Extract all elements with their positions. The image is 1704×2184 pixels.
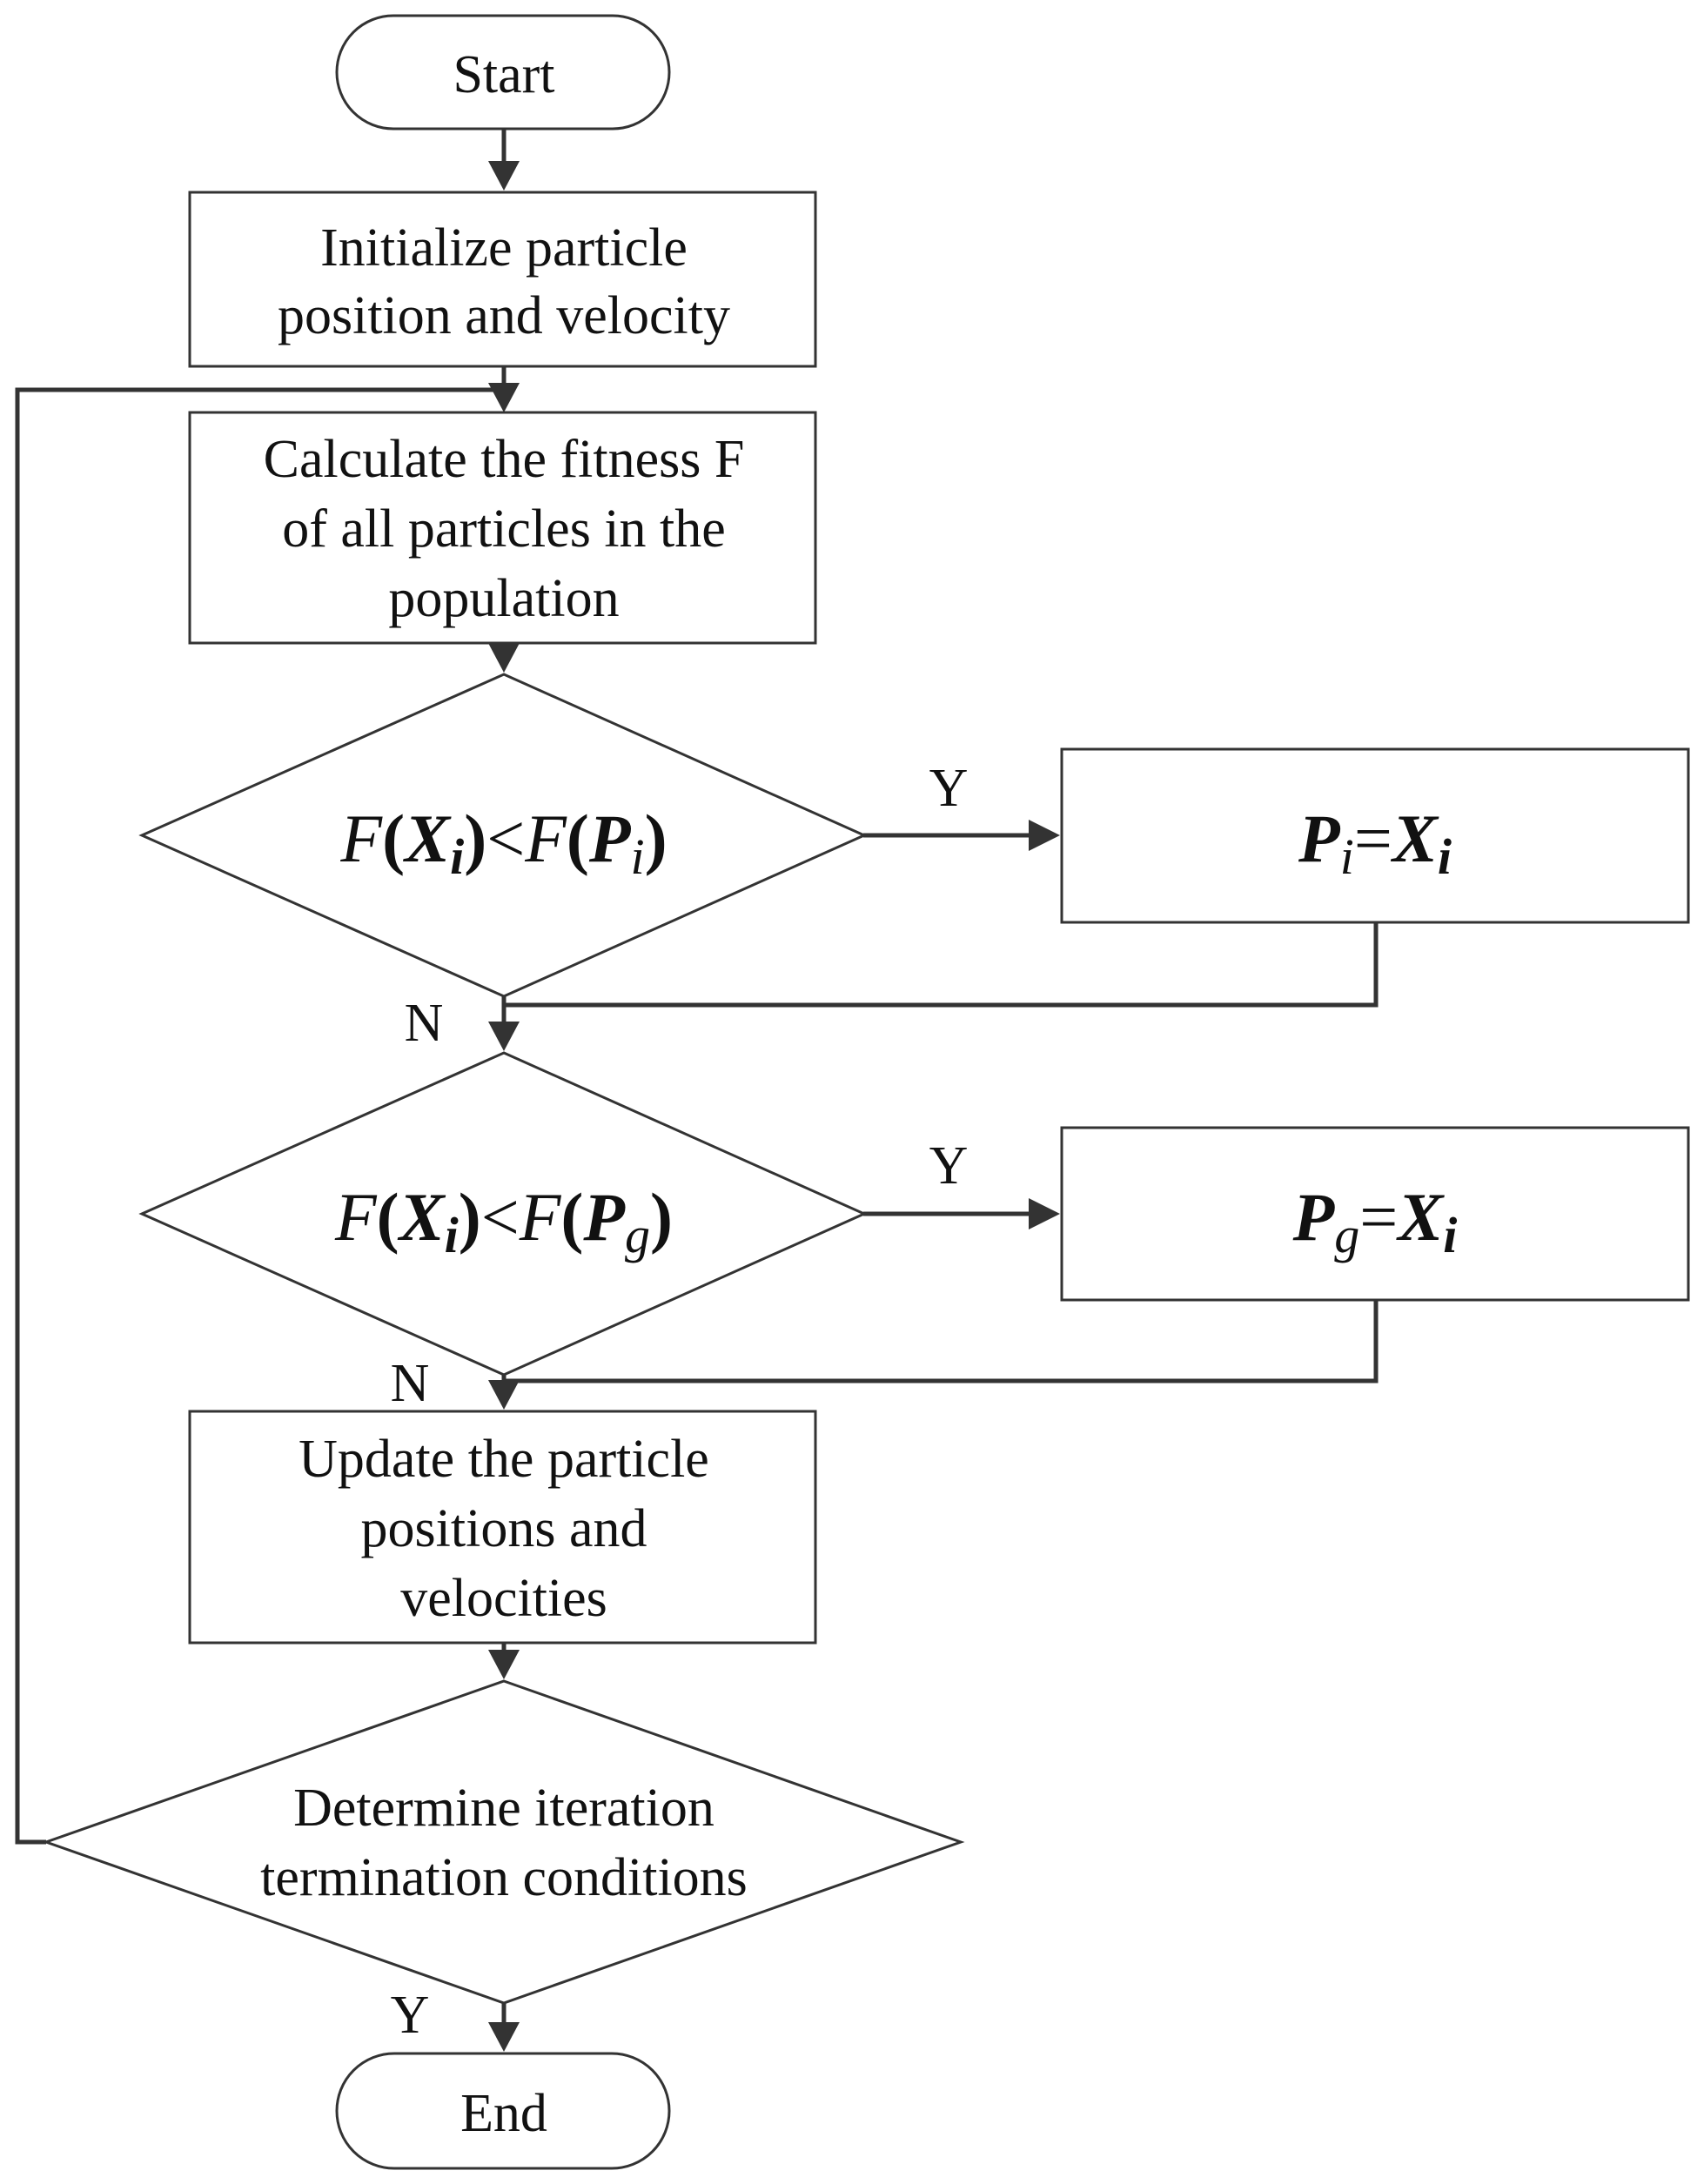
fitness-line-3: population	[388, 569, 619, 628]
label-pi-no: N	[405, 994, 444, 1053]
update-line-2: positions and	[361, 1499, 647, 1558]
assign-pi-formula: Pi=Xi	[1298, 801, 1452, 885]
arrowhead-fitness-to-decision-pi	[488, 643, 520, 673]
arrowhead-decision-pi-yes	[1029, 820, 1060, 851]
terminate-line-1: Determine iteration	[293, 1779, 714, 1838]
assign-pg-node: Pg=Xi	[1060, 1126, 1690, 1302]
update-node: Update the particle positions and veloci…	[188, 1410, 817, 1645]
label-pg-no: N	[391, 1354, 430, 1413]
init-line-1: Initialize particle	[320, 218, 688, 278]
fitness-line-2: of all particles in the	[282, 499, 726, 559]
end-label: End	[460, 2084, 547, 2143]
assign-pg-formula: Pg=Xi	[1292, 1179, 1458, 1263]
arrowhead-start-to-init	[488, 161, 520, 191]
update-line-1: Update the particle	[299, 1430, 709, 1489]
arrowhead-init-to-fitness	[488, 383, 520, 412]
label-pg-yes: Y	[929, 1136, 969, 1196]
arrowhead-terminate-to-end	[488, 2022, 520, 2052]
label-term-yes: Y	[391, 1986, 430, 2045]
arrowhead-decision-pg-yes	[1029, 1198, 1060, 1229]
start-label: Start	[453, 45, 554, 104]
edge-assign-pi-return	[504, 922, 1379, 1008]
fitness-node: Calculate the fitness F of all particles…	[188, 411, 817, 645]
arrowhead-decision-pg-no	[488, 1380, 520, 1410]
terminate-line-2: termination conditions	[260, 1848, 748, 1907]
arrowhead-update-to-terminate	[488, 1650, 520, 1679]
label-pi-yes: Y	[929, 759, 969, 818]
fitness-line-1: Calculate the fitness F	[264, 430, 745, 489]
edge-terminate-loop	[15, 387, 504, 1845]
decision-pg-formula: F(Xi)<F(Pg)	[334, 1179, 673, 1263]
end-node: End	[335, 2052, 671, 2170]
decision-pg-node: F(Xi)<F(Pg)	[138, 1051, 868, 1377]
arrowhead-decision-pi-no	[488, 1022, 520, 1051]
start-node: Start	[335, 14, 671, 131]
decision-pi-node: F(Xi)<F(Pi)	[138, 673, 868, 998]
edge-assign-pg-return	[504, 1300, 1379, 1383]
assign-pi-node: Pi=Xi	[1060, 747, 1690, 924]
init-node: Initialize particle position and velocit…	[188, 191, 817, 368]
terminate-node: Determine iteration termination conditio…	[42, 1679, 965, 2005]
init-line-2: position and velocity	[278, 286, 730, 345]
decision-pi-formula: F(Xi)<F(Pi)	[339, 801, 667, 885]
edges	[15, 129, 1379, 2052]
update-line-3: velocities	[400, 1569, 607, 1628]
